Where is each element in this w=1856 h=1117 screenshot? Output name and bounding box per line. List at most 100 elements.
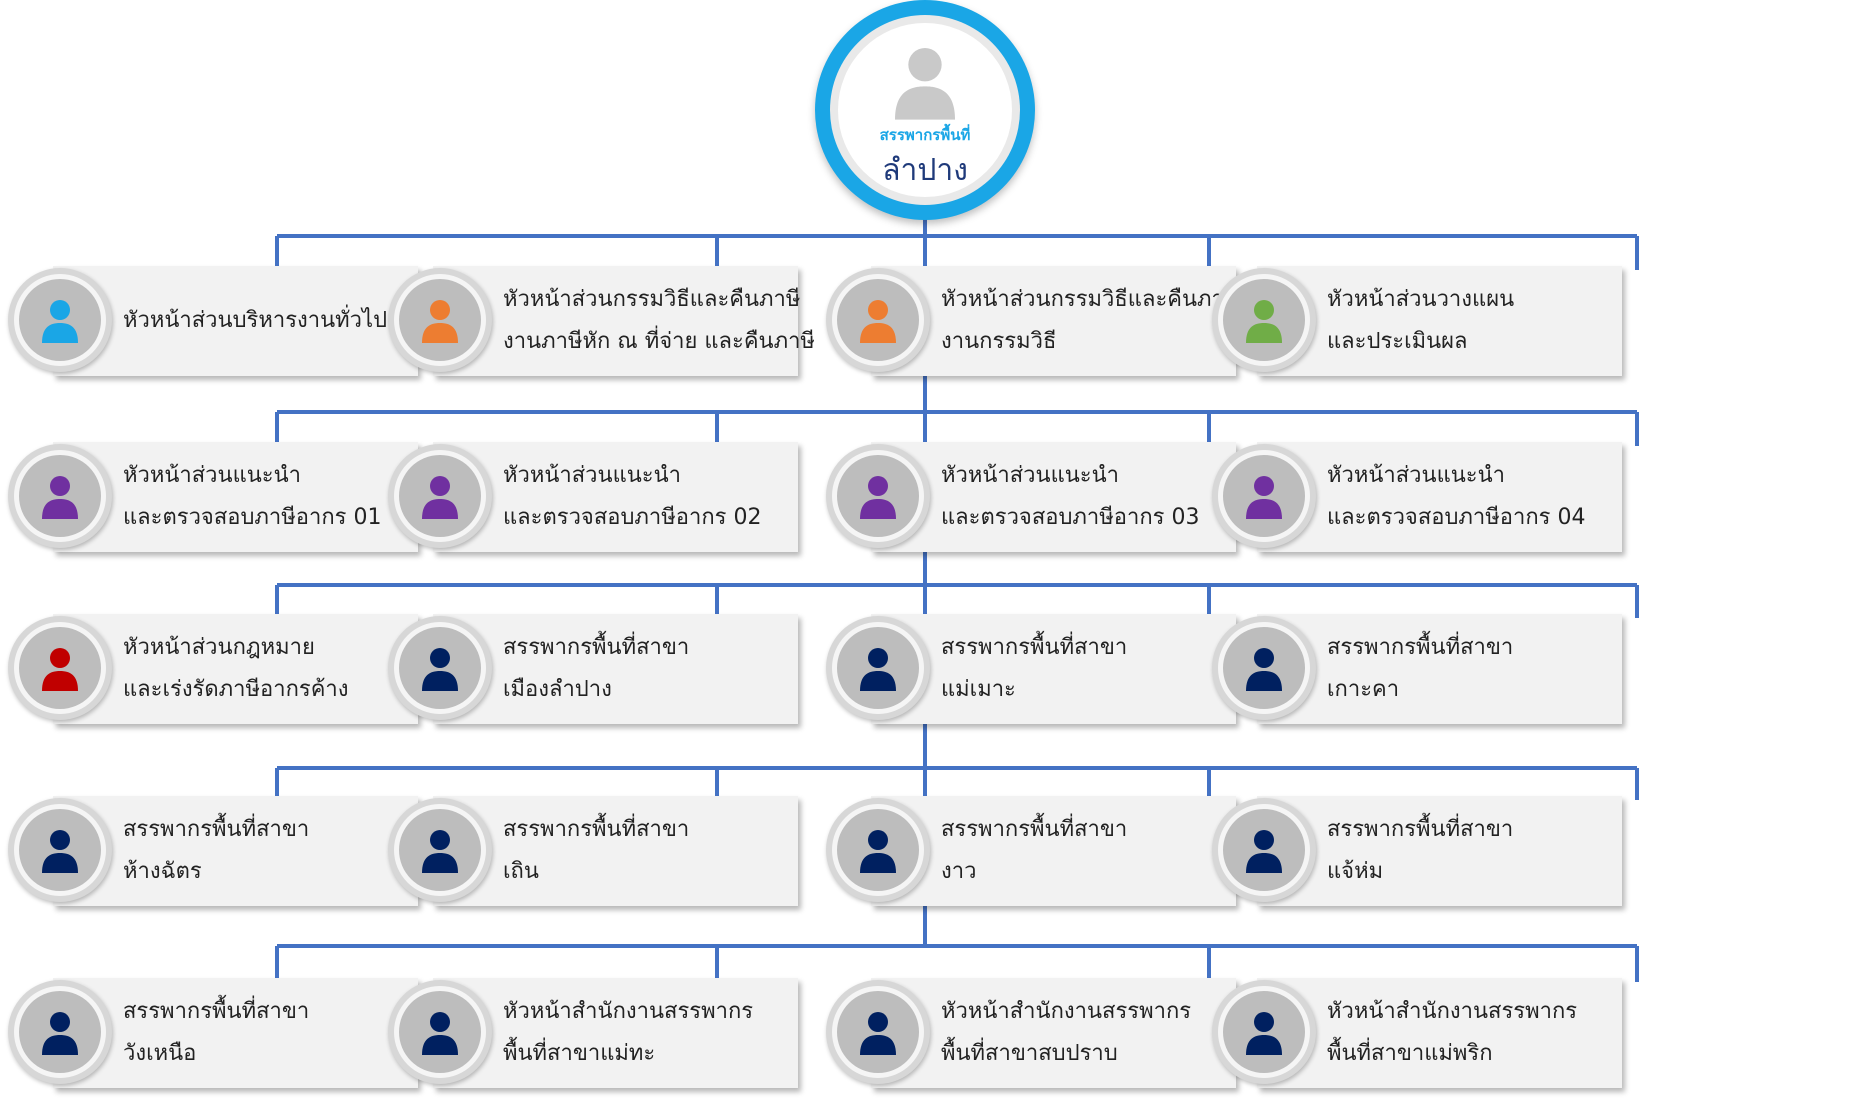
org-node-box: สรรพากรพื้นที่สาขาห้างฉัตร: [53, 796, 418, 906]
avatar-core: [19, 809, 101, 891]
org-node-subtitle: พื้นที่สาขาแม่พริก: [1327, 1041, 1493, 1066]
org-node-subtitle: แม่เมาะ: [941, 677, 1016, 702]
org-node-subtitle: และเร่งรัดภาษีอากรค้าง: [123, 677, 349, 702]
avatar-core: [19, 627, 101, 709]
org-node-box: หัวหน้าส่วนกรรมวิธีและคืนภาษีงานกรรมวิธี: [871, 266, 1238, 376]
org-node-label: หัวหน้าส่วนแนะนำและตรวจสอบภาษีอากร 01: [123, 442, 412, 552]
org-node-label: สรรพากรพื้นที่สาขาแม่เมาะ: [941, 614, 1230, 724]
org-node-label: สรรพากรพื้นที่สาขาวังเหนือ: [123, 978, 412, 1088]
org-node: หัวหน้าส่วนแนะนำและตรวจสอบภาษีอากร 01: [8, 434, 418, 552]
org-node: สรรพากรพื้นที่สาขาวังเหนือ: [8, 970, 418, 1088]
org-node: หัวหน้าส่วนแนะนำและตรวจสอบภาษีอากร 04: [1212, 434, 1622, 552]
org-node-box: หัวหน้าส่วนแนะนำและตรวจสอบภาษีอากร 02: [433, 442, 798, 552]
avatar-ring: [394, 450, 486, 542]
avatar-ring: [832, 804, 924, 896]
org-node-subtitle: พื้นที่สาขาสบปราบ: [941, 1041, 1118, 1066]
org-node-title: สรรพากรพื้นที่สาขา: [123, 817, 310, 842]
org-node-label: สรรพากรพื้นที่สาขาห้างฉัตร: [123, 796, 412, 906]
org-node-label: หัวหน้าส่วนแนะนำและตรวจสอบภาษีอากร 04: [1327, 442, 1616, 552]
person-icon: [1246, 648, 1282, 691]
org-node-title: หัวหน้าส่วนบริหารงานทั่วไป: [123, 308, 388, 333]
person-icon: [42, 476, 78, 519]
avatar: [388, 798, 492, 902]
org-node-title: สรรพากรพื้นที่สาขา: [941, 817, 1128, 842]
avatar: [388, 616, 492, 720]
org-node-label: หัวหน้าส่วนวางแผนและประเมินผล: [1327, 266, 1616, 376]
avatar-core: [399, 991, 481, 1073]
org-node: หัวหน้าส่วนแนะนำและตรวจสอบภาษีอากร 02: [388, 434, 798, 552]
avatar: [826, 980, 930, 1084]
org-node-subtitle: แจ้ห่ม: [1327, 859, 1384, 884]
org-node-subtitle: งานภาษีหัก ณ ที่จ่าย และคืนภาษี: [503, 329, 815, 354]
root-subtitle: สรรพากรพื้นที่: [879, 126, 971, 144]
avatar: [1212, 268, 1316, 372]
org-node-title: สรรพากรพื้นที่สาขา: [941, 635, 1128, 660]
org-node-label: สรรพากรพื้นที่สาขาเกาะคา: [1327, 614, 1616, 724]
org-node: หัวหน้าส่วนบริหารงานทั่วไป: [8, 258, 418, 376]
avatar-ring: [832, 274, 924, 366]
org-node-label: หัวหน้าส่วนกรรมวิธีและคืนภาษีงานกรรมวิธี: [941, 266, 1238, 376]
avatar: [826, 798, 930, 902]
org-node-label: หัวหน้าส่วนกรรมวิธีและคืนภาษีงานภาษีหัก …: [503, 266, 815, 376]
org-node-label: สรรพากรพื้นที่สาขาแจ้ห่ม: [1327, 796, 1616, 906]
org-node-label: หัวหน้าส่วนแนะนำและตรวจสอบภาษีอากร 03: [941, 442, 1230, 552]
org-node: สรรพากรพื้นที่สาขาเกาะคา: [1212, 606, 1622, 724]
org-node-subtitle: เถิน: [503, 859, 539, 884]
org-node-box: หัวหน้าส่วนกฎหมายและเร่งรัดภาษีอากรค้าง: [53, 614, 418, 724]
avatar-core: [19, 279, 101, 361]
avatar: [826, 444, 930, 548]
avatar: [388, 268, 492, 372]
root-node: สรรพากรพื้นที่ ลำปาง: [815, 0, 1035, 220]
org-node: สรรพากรพื้นที่สาขางาว: [826, 788, 1236, 906]
org-node-subtitle: เกาะคา: [1327, 677, 1400, 702]
org-node-subtitle: และตรวจสอบภาษีอากร 02: [503, 505, 762, 530]
org-node-box: สรรพากรพื้นที่สาขาเมืองลำปาง: [433, 614, 798, 724]
avatar: [8, 444, 112, 548]
avatar: [826, 268, 930, 372]
org-node: หัวหน้าส่วนกฎหมายและเร่งรัดภาษีอากรค้าง: [8, 606, 418, 724]
org-node-title: หัวหน้าส่วนกรรมวิธีและคืนภาษี: [503, 287, 801, 312]
person-icon: [422, 300, 458, 343]
person-icon: [860, 300, 896, 343]
org-node-subtitle: งานกรรมวิธี: [941, 329, 1057, 354]
avatar-ring: [1218, 622, 1310, 714]
avatar-core: [837, 455, 919, 537]
avatar-core: [399, 279, 481, 361]
org-node-subtitle: งาว: [941, 859, 977, 884]
org-node-box: สรรพากรพื้นที่สาขาแจ้ห่ม: [1257, 796, 1622, 906]
avatar-core: [19, 455, 101, 537]
person-icon: [1246, 476, 1282, 519]
org-node-subtitle: และตรวจสอบภาษีอากร 04: [1327, 505, 1586, 530]
org-node-label: หัวหน้าส่วนบริหารงานทั่วไป: [123, 266, 412, 376]
avatar-core: [19, 991, 101, 1073]
org-node-title: หัวหน้าสำนักงานสรรพากร: [941, 999, 1192, 1024]
org-node-title: หัวหน้าส่วนวางแผน: [1327, 287, 1515, 312]
org-node-subtitle: และตรวจสอบภาษีอากร 01: [123, 505, 382, 530]
org-node-box: หัวหน้าส่วนแนะนำและตรวจสอบภาษีอากร 01: [53, 442, 418, 552]
org-node: หัวหน้าสำนักงานสรรพากรพื้นที่สาขาแม่ทะ: [388, 970, 798, 1088]
org-node-title: หัวหน้าส่วนแนะนำ: [941, 463, 1119, 488]
org-node-label: หัวหน้าสำนักงานสรรพากรพื้นที่สาขาแม่ทะ: [503, 978, 792, 1088]
org-node-label: หัวหน้าส่วนกฎหมายและเร่งรัดภาษีอากรค้าง: [123, 614, 412, 724]
org-node-subtitle: เมืองลำปาง: [503, 677, 612, 702]
org-node-label: หัวหน้าส่วนแนะนำและตรวจสอบภาษีอากร 02: [503, 442, 792, 552]
org-node-box: หัวหน้าส่วนบริหารงานทั่วไป: [53, 266, 418, 376]
person-icon: [860, 476, 896, 519]
org-node-box: สรรพากรพื้นที่สาขางาว: [871, 796, 1236, 906]
avatar-core: [837, 279, 919, 361]
org-node: หัวหน้าส่วนแนะนำและตรวจสอบภาษีอากร 03: [826, 434, 1236, 552]
avatar-core: [837, 809, 919, 891]
org-node-box: หัวหน้าสำนักงานสรรพากรพื้นที่สาขาสบปราบ: [871, 978, 1236, 1088]
avatar-core: [399, 809, 481, 891]
avatar-core: [1223, 991, 1305, 1073]
avatar-ring: [14, 450, 106, 542]
person-icon: [422, 1012, 458, 1055]
person-icon: [42, 648, 78, 691]
org-node-subtitle: วังเหนือ: [123, 1041, 197, 1066]
avatar: [1212, 980, 1316, 1084]
avatar: [8, 980, 112, 1084]
person-icon: [422, 648, 458, 691]
avatar-core: [837, 627, 919, 709]
org-node: หัวหน้าสำนักงานสรรพากรพื้นที่สาขาแม่พริก: [1212, 970, 1622, 1088]
avatar-core: [837, 991, 919, 1073]
